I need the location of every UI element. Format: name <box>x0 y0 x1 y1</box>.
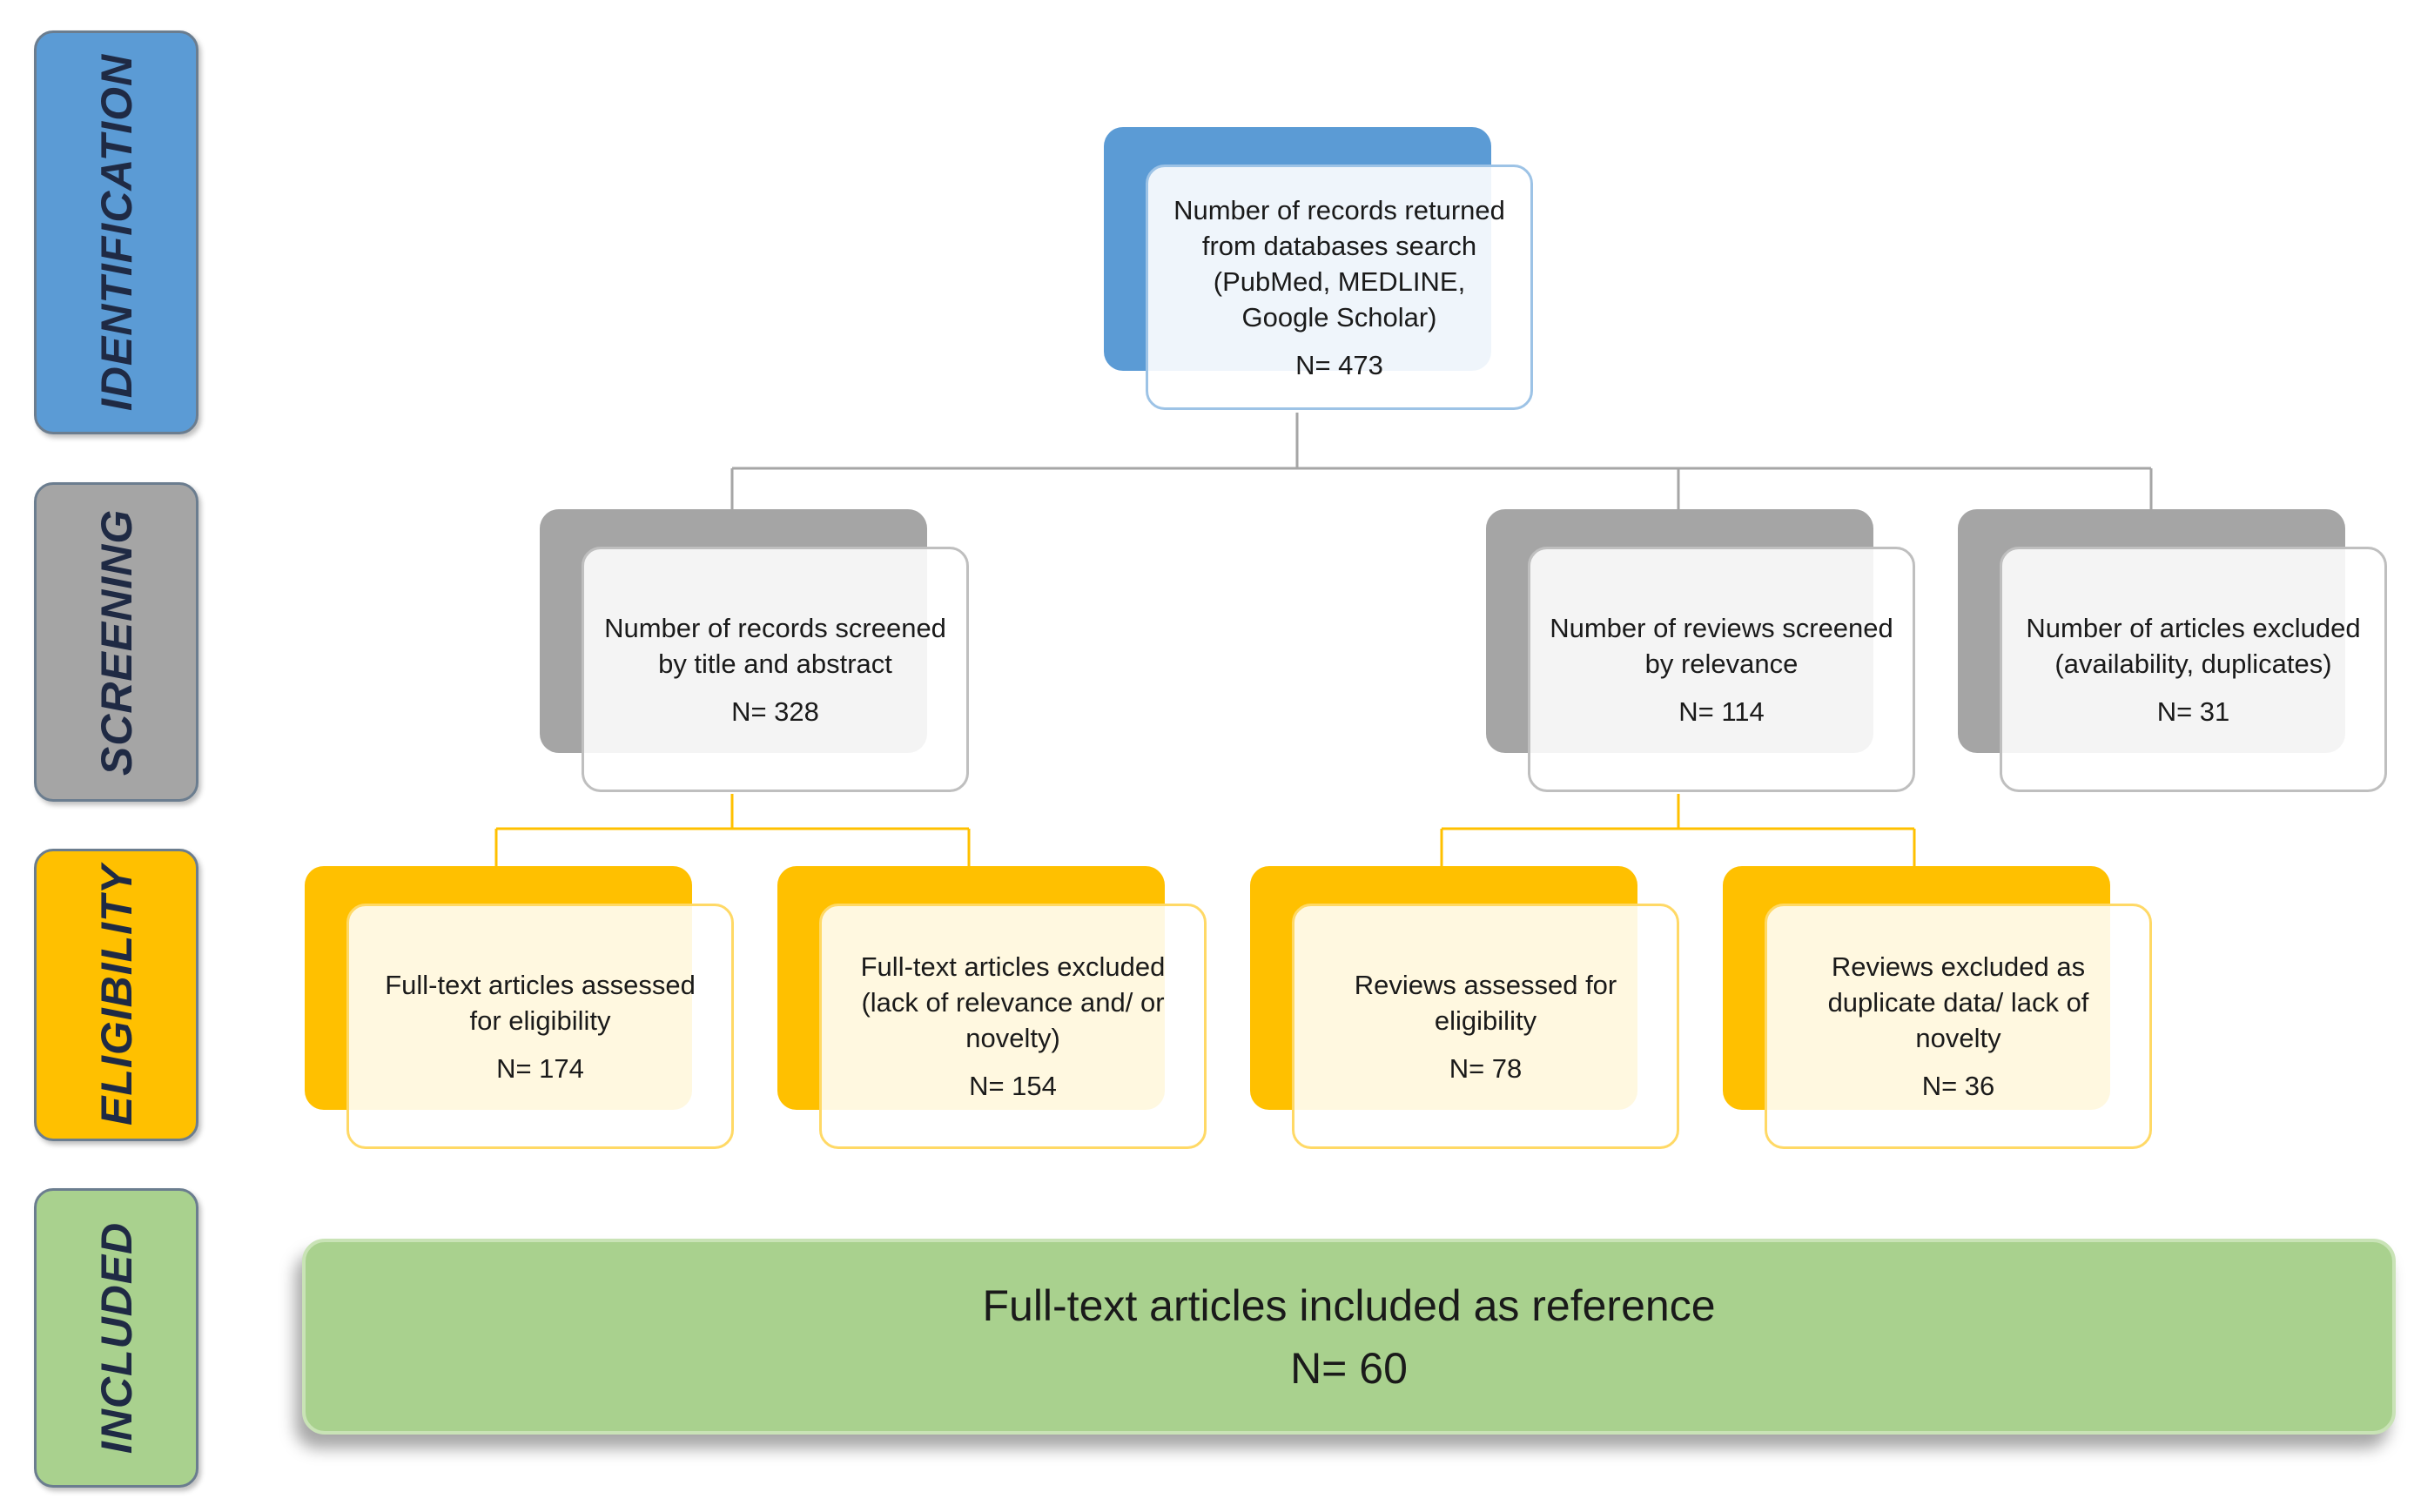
node-front: Reviews assessed for eligibility N= 78 <box>1292 904 1679 1149</box>
node-count: N= 60 <box>1290 1343 1408 1393</box>
node-front: Number of reviews screened by relevance … <box>1528 547 1915 792</box>
stage-identification: IDENTIFICATION <box>34 30 198 434</box>
node-front: Number of records returned from database… <box>1146 165 1533 410</box>
node-count: N= 31 <box>2156 696 2230 727</box>
node-front: Reviews excluded as duplicate data/ lack… <box>1765 904 2152 1149</box>
node-count: N= 36 <box>1921 1071 1995 1101</box>
node-text: Full-text articles included as reference <box>982 1280 1716 1330</box>
node-text: Number of records returned from database… <box>1173 194 1505 333</box>
node-count: N= 174 <box>496 1052 584 1084</box>
node-included: Full-text articles included as reference… <box>302 1239 2396 1435</box>
node-front: Full-text articles excluded (lack of rel… <box>819 904 1207 1149</box>
node-text: Reviews assessed for eligibility <box>1354 969 1617 1036</box>
node-text: Number of reviews screened by relevance <box>1550 612 1893 679</box>
node-text: Number of articles excluded (availabilit… <box>2026 612 2361 679</box>
stage-included: INCLUDED <box>34 1188 198 1488</box>
stage-eligibility: ELIGIBILITY <box>34 849 198 1141</box>
node-text: Reviews excluded as duplicate data/ lack… <box>1827 951 2089 1053</box>
node-count: N= 114 <box>1678 696 1765 727</box>
stage-label: ELIGIBILITY <box>91 864 141 1126</box>
node-text: Full-text articles excluded (lack of rel… <box>860 951 1166 1053</box>
node-front: Number of articles excluded (availabilit… <box>2000 547 2387 792</box>
stage-label: INCLUDED <box>91 1221 141 1455</box>
stage-screening: SCREENING <box>34 482 198 802</box>
stage-label: IDENTIFICATION <box>91 53 141 412</box>
stage-label: SCREENING <box>91 508 141 776</box>
node-front: Full-text articles assessed for eligibil… <box>346 904 734 1149</box>
node-count: N= 78 <box>1449 1052 1523 1084</box>
node-text: Full-text articles assessed for eligibil… <box>385 969 696 1036</box>
node-front: Number of records screened by title and … <box>582 547 969 792</box>
node-count: N= 473 <box>1295 349 1383 380</box>
node-count: N= 154 <box>969 1071 1057 1101</box>
node-text: Number of records screened by title and … <box>604 612 946 679</box>
node-count: N= 328 <box>731 696 819 727</box>
